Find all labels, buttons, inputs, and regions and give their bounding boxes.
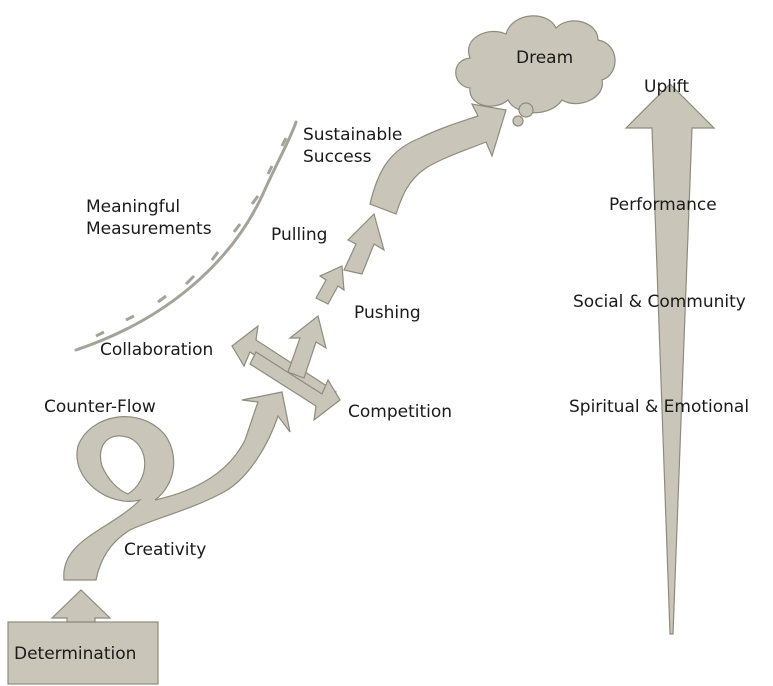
label-pushing: Pushing	[354, 303, 421, 323]
label-competition: Competition	[348, 402, 453, 422]
determination-up-arrow	[50, 589, 112, 623]
thought-bubble-small	[512, 115, 524, 127]
label-counter-flow: Counter-Flow	[44, 397, 156, 417]
label-uplift: Uplift	[644, 77, 690, 97]
label-determination: Determination	[14, 644, 137, 664]
pulling-arrow	[343, 212, 385, 275]
label-spiritual-emotional: Spiritual & Emotional	[569, 397, 750, 417]
thought-bubble-large	[518, 102, 534, 118]
label-meaningful-measurements: Meaningful Measurements	[86, 197, 212, 239]
main-rise-arrow	[369, 103, 507, 215]
label-collaboration: Collaboration	[100, 340, 214, 360]
label-sustainable-success: Sustainable Success	[303, 125, 403, 167]
small-push-arrow	[315, 265, 345, 305]
creativity-loop-ribbon	[63, 391, 291, 581]
label-creativity: Creativity	[124, 540, 207, 560]
label-social-community: Social & Community	[573, 292, 746, 312]
label-performance: Performance	[609, 195, 717, 215]
label-pulling: Pulling	[271, 225, 328, 245]
uplift-arrow	[624, 83, 716, 635]
measurement-curve	[74, 120, 298, 352]
competition-arrow	[249, 351, 341, 422]
pushing-arrow	[287, 314, 327, 379]
label-dream: Dream	[516, 48, 574, 68]
dream-cloud	[455, 15, 616, 127]
